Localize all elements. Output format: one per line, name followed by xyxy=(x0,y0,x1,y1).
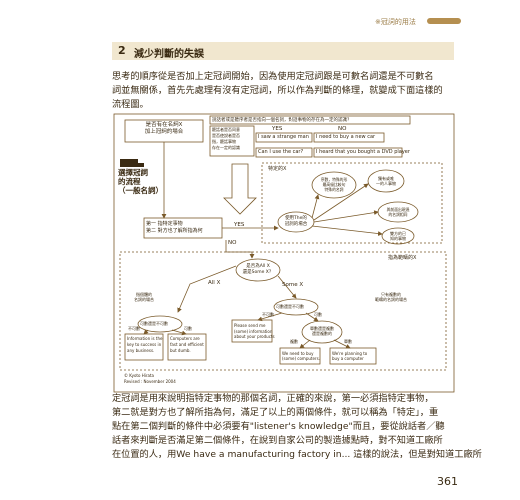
question-box xyxy=(209,115,411,125)
intro-line-1: 思考的順序從是否加上定冠詞開始，因為使用定冠詞跟是可數名詞還是不可數名 xyxy=(112,71,434,82)
condition-text: 第一 指特定事物 第二 對方也了解所指為何 xyxy=(146,221,203,234)
bubble-unique-text: 獨有或唯 一的人事物 xyxy=(376,176,396,186)
body-line-2: 第二就是對方也了解所指為何，滿足了以上的兩個條件，就可以稱為「特定」，重 xyxy=(112,407,439,418)
section-heading-bar xyxy=(112,42,454,60)
count-label-right: 可數 xyxy=(314,312,322,317)
example-no-right-box xyxy=(313,147,403,158)
count-question-right-text: 可數還是不可數 xyxy=(276,304,304,309)
body-line-1: 定冠詞是用來說明指特定事物的那個名詞，正確的來說，第一必須指特定事物， xyxy=(112,393,434,404)
example-yes-left: I saw a strange man xyxy=(258,134,309,140)
single-label: 單數 xyxy=(344,339,352,344)
down-arrow-icon xyxy=(223,163,257,215)
example-buy: We need to buy (some) computers. xyxy=(282,351,320,361)
page-number: 361 xyxy=(437,475,458,488)
question-side-box xyxy=(209,125,255,157)
all-x-label: All X xyxy=(208,280,221,286)
example-information: Information is the key to success in any… xyxy=(127,336,163,353)
example-computers: Computers are fast and efficient but dum… xyxy=(170,336,204,353)
uncount-label-left: 不可數 xyxy=(128,326,140,331)
bubble-known xyxy=(381,227,415,245)
some-x-label: Some X xyxy=(282,282,304,288)
yes-label: YES xyxy=(272,126,283,132)
count-question-left xyxy=(137,315,183,333)
example-no-left: Can I use the car? xyxy=(258,149,304,155)
definite-region xyxy=(261,162,443,244)
example-no-left-box xyxy=(255,147,313,158)
example-please: Please send me (some) information about … xyxy=(234,323,275,339)
section-title: 減少判斷的失誤 xyxy=(134,49,204,60)
definite-region-label: 特定的X xyxy=(268,166,287,172)
chapter-tab xyxy=(427,18,461,24)
bubble-unique xyxy=(367,169,405,193)
example-no-right: I heard that you bought a DVD player xyxy=(316,149,410,155)
chapter-label: ※冠詞的用法 xyxy=(375,18,416,26)
section-number: 2 xyxy=(118,44,126,57)
start-box-text: 是否有在名詞X 加上冠詞的場合 xyxy=(144,122,184,135)
example-please-box xyxy=(231,319,273,343)
example-computers-box xyxy=(167,333,207,361)
body-line-4: 話者來判斷是否滿足第二個條件，在說到自家公司的製造據點時，對不知道工廠所 xyxy=(112,435,443,446)
bubble-ordinal-text: 序數，特殊的形 最高級比較句 特殊的名詞 xyxy=(320,177,348,192)
example-yes-right-box xyxy=(313,132,385,143)
single-plural-question xyxy=(301,320,343,344)
indefinite-region xyxy=(119,251,447,371)
yes-arrow-label: YES xyxy=(234,222,245,228)
example-yes-left-box xyxy=(255,132,313,143)
count-label-left: 可數 xyxy=(184,326,192,331)
no-label-top: NO xyxy=(338,126,347,132)
bubble-mentioned-text: 與前面出現過 的名詞相同 xyxy=(386,207,410,217)
intro-line-3: 流程圖。 xyxy=(112,99,149,110)
all-some-question xyxy=(235,258,281,282)
bubble-ordinal xyxy=(311,171,357,199)
indefinite-region-label: 指為範疇的X xyxy=(388,255,417,261)
pointing-hand-icon xyxy=(120,159,144,167)
question-side-text: 聽話者是否同意 是否使說者是否 指，聽話事物 存在一定的認識 xyxy=(212,127,240,150)
all-some-text: 是否為All X 還是Some X？ xyxy=(242,264,274,275)
count-question-left-text: 可數還是不可數 xyxy=(140,321,168,326)
right-note: 只有複數的 範疇的名詞的場合 xyxy=(375,292,407,302)
diagram-frame xyxy=(113,113,455,393)
body-line-3: 點在第二個判斷的條件中必須要有"listener's knowledge"而且，… xyxy=(112,421,445,432)
single-plural-text: 單數還是複數 還是複數的 xyxy=(310,326,334,336)
example-yes-right: I need to buy a new car xyxy=(316,134,376,140)
side-label: 選擇冠詞 的流程 （一般名詞） xyxy=(118,168,163,195)
left-note: 指個體的 名詞的場合 xyxy=(134,292,154,302)
example-plan: We're planning to buy a computer xyxy=(332,351,368,361)
diagram-credit: © Kyoto Hirata Revised : November 2004 xyxy=(124,373,176,384)
use-the-text: 使用The的 冠詞的場合 xyxy=(284,216,308,227)
count-question-right xyxy=(273,298,319,316)
bubble-known-text: 雙方的已 知的事物 xyxy=(390,231,406,241)
intro-line-2: 詞並無關係，首先先處理有沒有定冠詞，所以作為判斷的條理，就變成下面這樣的 xyxy=(112,85,443,96)
example-plan-box xyxy=(329,347,377,365)
plural-label: 複數 xyxy=(290,339,298,344)
no-arrow-label: NO xyxy=(228,240,237,246)
question-text: 說話者或是聽序者是否指向一個名詞，對話事物的存在為一定的認識？ xyxy=(212,118,352,123)
uncount-label-right: 不可數 xyxy=(262,312,274,317)
body-line-5: 在位置的人，用We have a manufacturing factory i… xyxy=(112,449,482,460)
